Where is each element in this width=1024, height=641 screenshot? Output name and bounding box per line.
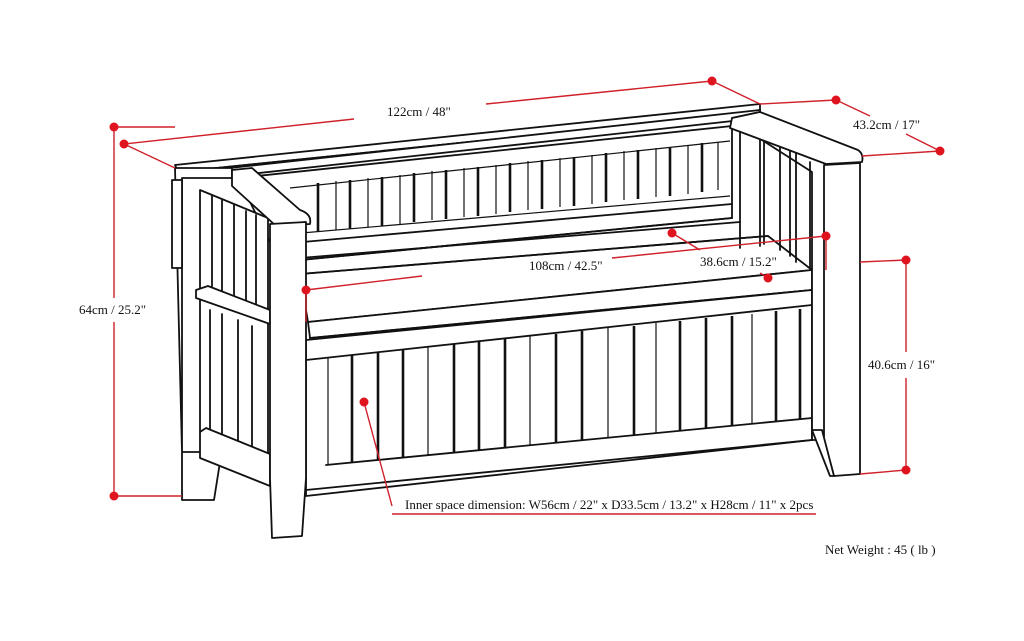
overall-width-label: 122cm / 48" (384, 104, 454, 120)
seat-depth-label: 38.6cm / 15.2" (697, 254, 780, 270)
inner-space-note: Inner space dimension: W56cm / 22" x D33… (405, 497, 814, 512)
overall-depth-label: 43.2cm / 17" (850, 117, 924, 133)
net-weight-note: Net Weight : 45 ( lb ) (822, 542, 939, 558)
overall-height-label: 64cm / 25.2" (76, 302, 150, 318)
left-arm (171, 167, 312, 539)
right-arm (729, 111, 864, 477)
backrest-slats (289, 140, 731, 235)
seat-width-label: 108cm / 42.5" (526, 258, 606, 274)
backrest (174, 103, 761, 263)
seat-height-label: 40.6cm / 16" (865, 357, 939, 373)
front-panel-slats (327, 309, 802, 465)
dimension-lines (109, 76, 945, 515)
